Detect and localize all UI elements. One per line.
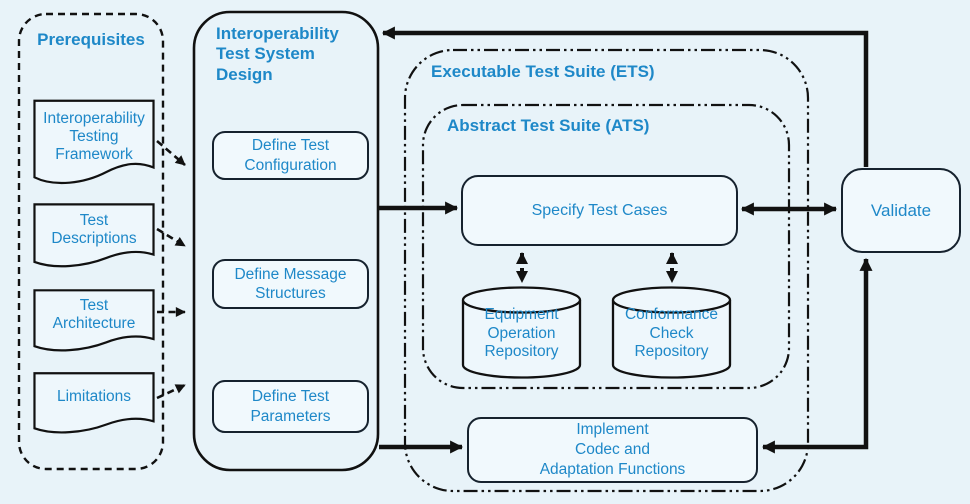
document-test-architecture: Test Architecture bbox=[32, 289, 156, 354]
equipment-operation-repository-cylinder: Equipment Operation Repository bbox=[461, 286, 582, 379]
ets-border bbox=[403, 48, 810, 493]
define-test-configuration-box: Define Test Configuration bbox=[212, 131, 369, 180]
document-limitations: Limitations bbox=[32, 372, 156, 436]
feedback-validate-to-design-arrow bbox=[381, 26, 869, 167]
document-shape-icon bbox=[32, 289, 156, 354]
document-test-descriptions: Test Descriptions bbox=[32, 203, 156, 270]
ets-title: Executable Test Suite (ETS) bbox=[431, 62, 655, 81]
ats-title: Abstract Test Suite (ATS) bbox=[447, 116, 650, 135]
document-label: Test Architecture bbox=[52, 296, 136, 332]
design-title: Interoperability Test System Design bbox=[216, 24, 339, 84]
specify-test-cases-box: Specify Test Cases bbox=[461, 175, 738, 246]
conformance-check-repository-cylinder: Conformance Check Repository bbox=[611, 286, 732, 379]
define-message-structures-box: Define Message Structures bbox=[212, 259, 369, 309]
cylinder-shape-icon bbox=[611, 286, 732, 379]
prerequisites-title: Prerequisites bbox=[37, 30, 145, 49]
repository-label: Equipment Operation Repository bbox=[484, 306, 559, 361]
document-shape-icon bbox=[32, 99, 156, 188]
cylinder-shape-icon bbox=[461, 286, 582, 379]
repository-label: Conformance Check Repository bbox=[624, 306, 719, 361]
implement-codec-adaptation-box: Implement Codec and Adaptation Functions bbox=[467, 417, 758, 483]
document-interoperability-testing-framework: Interoperability Testing Framework bbox=[32, 99, 156, 188]
framework-to-design-arrow bbox=[156, 140, 186, 166]
document-label: Test Descriptions bbox=[51, 211, 137, 247]
document-label: Interoperability Testing Framework bbox=[43, 109, 145, 164]
descriptions-to-design-arrow bbox=[156, 227, 186, 248]
document-shape-icon bbox=[32, 203, 156, 270]
document-label: Limitations bbox=[56, 388, 132, 406]
design-border bbox=[192, 10, 380, 472]
document-shape-icon bbox=[32, 372, 156, 436]
define-test-parameters-box: Define Test Parameters bbox=[212, 380, 369, 433]
implement-validate-arrow bbox=[761, 257, 873, 454]
validate-box: Validate bbox=[841, 168, 961, 253]
limitations-to-design-arrow bbox=[156, 383, 186, 400]
ats-border bbox=[421, 103, 791, 390]
